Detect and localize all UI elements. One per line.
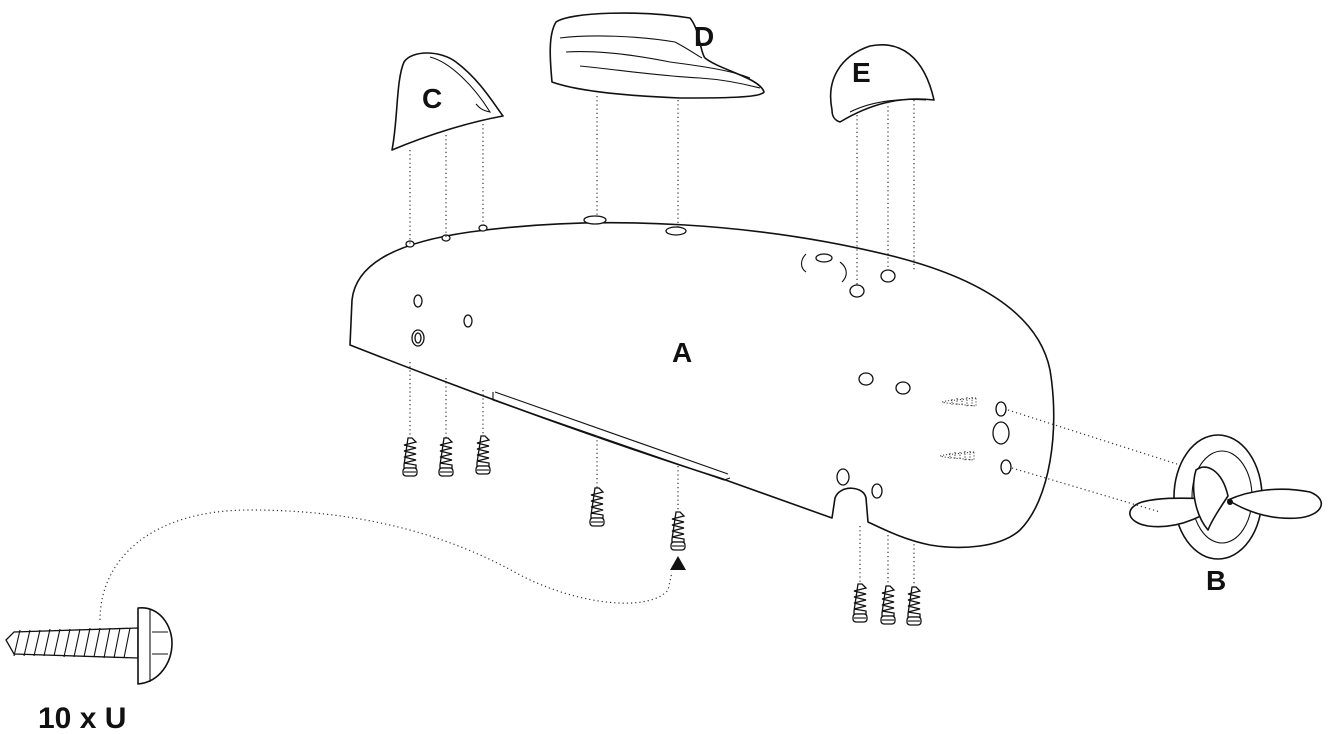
screw-quantity-label: 10 x U: [38, 702, 126, 734]
screw: [852, 583, 868, 623]
label-b: B: [1206, 565, 1226, 596]
part-e: E: [829, 44, 935, 123]
screw: [475, 435, 491, 475]
label-a: A: [672, 337, 692, 368]
screw: [402, 437, 418, 477]
screw: [880, 585, 896, 625]
screw: [438, 437, 454, 477]
label-c: C: [422, 83, 442, 114]
label-e: E: [852, 57, 871, 88]
part-d: D: [549, 12, 765, 99]
body-part-a: A: [349, 215, 1055, 549]
part-c: C: [391, 52, 504, 151]
assembly-guide-lines: [99, 96, 1181, 621]
label-d: D: [694, 21, 714, 52]
screw: [589, 487, 605, 527]
part-b: B: [1129, 434, 1323, 596]
screw: [670, 511, 686, 551]
screw-detail-icon: [5, 607, 173, 685]
screw: [906, 586, 922, 626]
arrow-marker: [670, 556, 686, 570]
